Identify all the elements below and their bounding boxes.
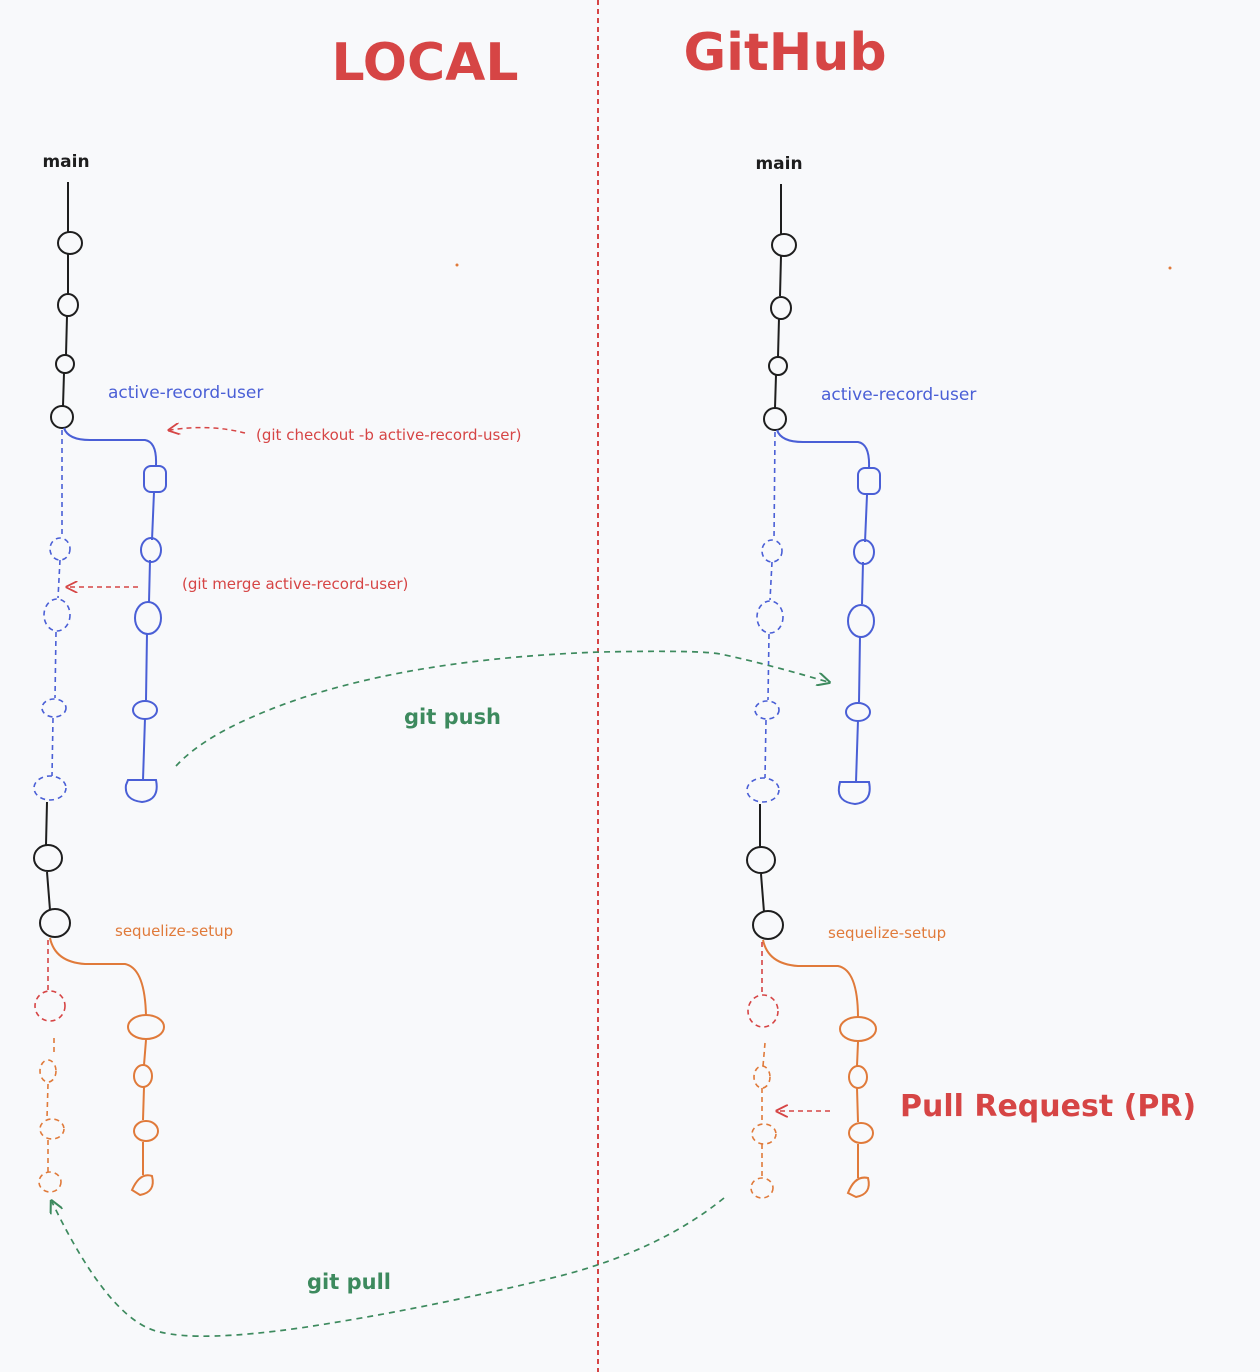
main-commit — [746, 846, 776, 874]
main-commit — [752, 910, 784, 940]
active-branch-line — [63, 427, 158, 781]
merged-line — [764, 431, 776, 779]
active-commit — [143, 465, 167, 493]
merged-commit — [761, 539, 783, 563]
git-pull-arrow — [52, 1197, 725, 1338]
merged-commit — [41, 698, 67, 718]
sequelize-commit — [127, 1014, 165, 1040]
main-line — [759, 804, 765, 913]
main-commit — [50, 405, 74, 429]
github-graph: main active-record-user sequelize-setup — [746, 154, 1196, 1199]
main-commit — [771, 233, 797, 257]
stray-dot — [1168, 266, 1172, 270]
pr-commit — [750, 1177, 774, 1199]
checkout-arrow — [170, 428, 246, 433]
pr-commit — [751, 1123, 777, 1145]
active-commit — [140, 537, 162, 563]
merged-commit — [746, 777, 780, 803]
active-commit — [845, 702, 871, 722]
pulled-line — [46, 1038, 55, 1172]
sequelize-line — [762, 939, 859, 1178]
main-commit — [763, 407, 787, 431]
pulled-commit — [34, 990, 66, 1022]
merged-commit — [756, 600, 784, 634]
local-branch-sequelize-label: sequelize-setup — [115, 922, 233, 940]
pr-commit — [753, 1065, 771, 1089]
git-push-arrow — [175, 650, 828, 767]
active-commit — [853, 539, 875, 565]
pull-request-label: Pull Request (PR) — [900, 1089, 1196, 1124]
local-branch-active-label: active-record-user — [108, 383, 263, 403]
local-main-label: main — [42, 152, 89, 172]
main-commit — [770, 296, 792, 320]
main-commit — [57, 231, 83, 255]
local-heading: LOCAL — [331, 33, 518, 93]
main-commit — [55, 354, 75, 374]
sequelize-commit — [133, 1064, 153, 1088]
merged-commit — [43, 598, 71, 632]
active-commit — [857, 467, 881, 495]
main-commit — [768, 356, 788, 376]
github-branch-sequelize-label: sequelize-setup — [828, 924, 946, 942]
sequelize-line — [49, 937, 147, 1175]
main-commit — [39, 908, 71, 938]
main-line — [774, 184, 782, 409]
sequelize-commit — [133, 1120, 159, 1142]
merged-line — [51, 430, 63, 777]
sequelize-commit — [839, 1016, 877, 1042]
main-line — [45, 801, 51, 911]
github-main-label: main — [755, 154, 802, 174]
github-heading: GitHub — [683, 23, 886, 83]
pr-commit — [747, 994, 779, 1028]
active-commit — [124, 779, 158, 804]
checkout-command: (git checkout -b active-record-user) — [256, 426, 522, 444]
git-pull-label: git pull — [307, 1270, 391, 1294]
active-commit — [132, 700, 158, 720]
active-branch-line — [776, 429, 871, 783]
stray-dot — [455, 263, 459, 267]
main-line — [62, 182, 69, 407]
pulled-commit — [38, 1171, 62, 1193]
merged-commit — [49, 537, 71, 561]
sequelize-commit — [848, 1065, 868, 1089]
pulled-line — [761, 1042, 766, 1176]
active-commit — [134, 601, 162, 635]
sequelize-commit — [848, 1122, 874, 1144]
merged-commit — [754, 700, 780, 720]
github-branch-active-label: active-record-user — [821, 385, 976, 405]
sequelize-commit — [130, 1174, 154, 1197]
merge-command: (git merge active-record-user) — [182, 575, 408, 593]
pulled-commit — [39, 1118, 65, 1140]
main-commit — [33, 844, 63, 872]
active-commit — [847, 604, 875, 638]
pulled-commit — [39, 1059, 57, 1083]
git-push-label: git push — [404, 705, 501, 729]
main-commit — [57, 293, 79, 317]
merged-commit — [33, 775, 67, 801]
active-commit — [837, 781, 871, 806]
local-graph: main active-record-user (git checkout -b… — [33, 152, 522, 1197]
sequelize-commit — [846, 1176, 870, 1199]
